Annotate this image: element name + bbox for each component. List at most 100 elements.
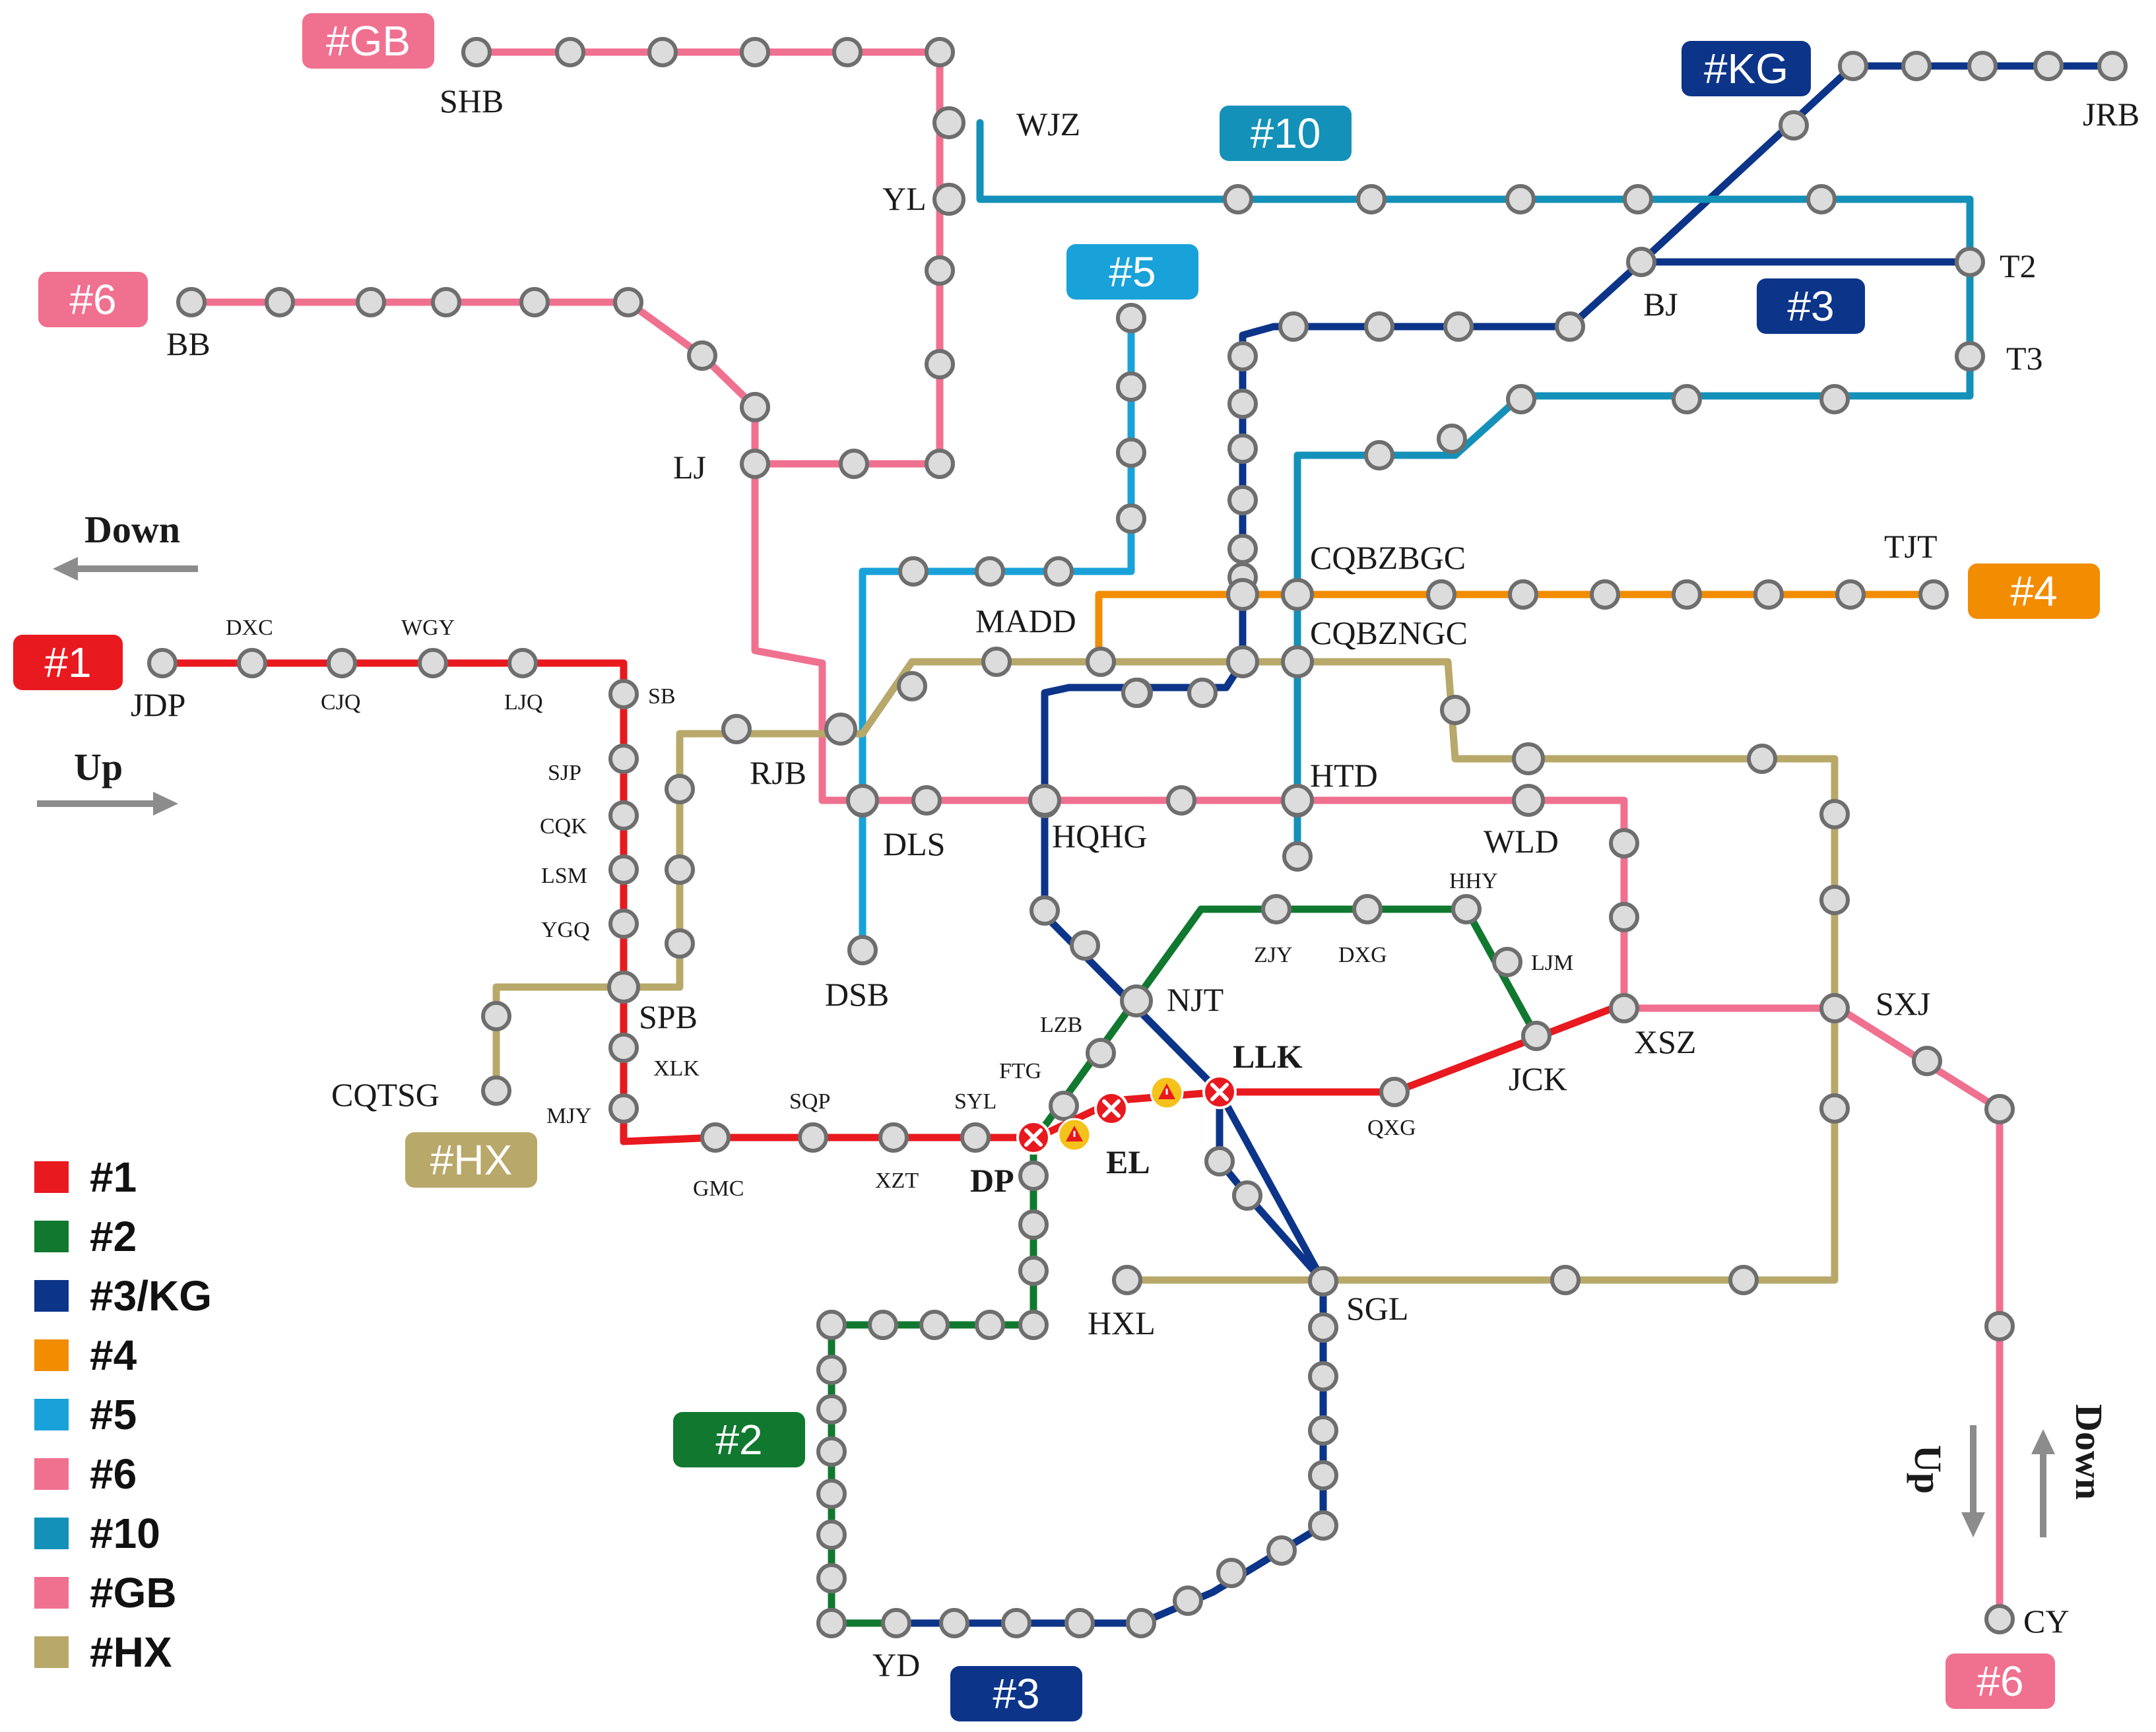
station-node[interactable] <box>1018 1310 1049 1340</box>
station-node[interactable] <box>1282 841 1313 872</box>
station-node[interactable] <box>1064 1608 1095 1638</box>
station-node[interactable] <box>1955 341 1985 371</box>
transfer-station-node[interactable] <box>824 713 857 746</box>
station-node[interactable] <box>1609 828 1639 858</box>
transfer-station-node[interactable] <box>607 971 640 1004</box>
station-node[interactable] <box>975 556 1005 587</box>
station-node[interactable] <box>1029 895 1060 926</box>
station-node[interactable] <box>1506 384 1536 414</box>
station-label-sxj[interactable]: SXJ <box>1876 985 1930 1022</box>
station-label-jrb[interactable]: JRB <box>2083 96 2140 133</box>
station-node[interactable] <box>1505 184 1536 214</box>
station-node[interactable] <box>1984 1094 2015 1124</box>
station-node[interactable] <box>1426 579 1456 610</box>
station-node[interactable] <box>1049 1091 1079 1121</box>
station-node[interactable] <box>816 1394 847 1425</box>
badge-5[interactable]: #5 <box>1066 244 1198 300</box>
station-node[interactable] <box>1352 894 1383 924</box>
station-node[interactable] <box>1116 371 1146 402</box>
station-label-madd[interactable]: MADD <box>975 602 1076 639</box>
station-label-lsm[interactable]: LSM <box>541 864 587 888</box>
station-node[interactable] <box>816 1310 847 1340</box>
closed-station-icon[interactable] <box>1094 1091 1128 1126</box>
station-node[interactable] <box>1223 184 1253 214</box>
station-node[interactable] <box>1216 1558 1247 1588</box>
station-node[interactable] <box>519 287 550 317</box>
station-label-llk[interactable]: LLK <box>1233 1038 1303 1075</box>
station-label-lj[interactable]: LJ <box>673 449 706 486</box>
badge-3-top[interactable]: #3 <box>1757 278 1865 334</box>
station-label-mjy[interactable]: MJY <box>546 1104 591 1128</box>
station-node[interactable] <box>1227 341 1258 371</box>
station-label-ljm[interactable]: LJM <box>1531 951 1573 975</box>
station-node[interactable] <box>740 449 770 479</box>
station-label-ftg[interactable]: FTG <box>999 1059 1041 1083</box>
station-node[interactable] <box>816 1355 847 1385</box>
station-label-njt[interactable]: NJT <box>1167 981 1224 1018</box>
station-node[interactable] <box>1308 1361 1338 1392</box>
station-label-wgy[interactable]: WGY <box>401 616 455 640</box>
station-label-xzt[interactable]: XZT <box>875 1169 919 1193</box>
station-node[interactable] <box>721 714 752 744</box>
station-node[interactable] <box>740 37 770 67</box>
station-node[interactable] <box>925 255 955 286</box>
station-label-lzb[interactable]: LZB <box>1040 1013 1082 1037</box>
station-node[interactable] <box>1521 1021 1552 1051</box>
station-node[interactable] <box>1266 1535 1297 1566</box>
station-node[interactable] <box>1672 579 1702 610</box>
station-node[interactable] <box>847 935 878 965</box>
station-label-sqp[interactable]: SQP <box>789 1089 830 1114</box>
transfer-station-node[interactable] <box>932 183 965 216</box>
station-label-dp[interactable]: DP <box>970 1162 1014 1199</box>
station-node[interactable] <box>1626 247 1656 277</box>
station-label-bb[interactable]: BB <box>166 325 211 362</box>
transfer-station-node[interactable] <box>1281 578 1314 611</box>
station-node[interactable] <box>1912 1046 1942 1076</box>
station-node[interactable] <box>1901 51 1932 81</box>
station-node[interactable] <box>878 1122 909 1153</box>
station-label-rjb[interactable]: RJB <box>750 754 806 791</box>
station-label-dxc[interactable]: DXC <box>226 616 273 640</box>
station-label-htd[interactable]: HTD <box>1310 757 1378 794</box>
station-node[interactable] <box>1227 389 1258 419</box>
station-node[interactable] <box>481 1001 511 1031</box>
station-node[interactable] <box>1278 311 1309 342</box>
station-node[interactable] <box>1590 579 1620 610</box>
station-node[interactable] <box>1001 1608 1031 1638</box>
station-node[interactable] <box>1967 51 1998 81</box>
station-node[interactable] <box>1623 184 1653 214</box>
station-label-qxg[interactable]: QXG <box>1367 1116 1416 1140</box>
station-node[interactable] <box>237 648 267 678</box>
station-node[interactable] <box>418 648 448 678</box>
station-label-t3[interactable]: T3 <box>2006 340 2043 377</box>
station-node[interactable] <box>1070 930 1100 961</box>
station-node[interactable] <box>881 1608 911 1638</box>
station-node[interactable] <box>1806 184 1837 214</box>
station-node[interactable] <box>608 744 639 774</box>
station-node[interactable] <box>608 800 639 831</box>
station-node[interactable] <box>1508 579 1538 610</box>
station-label-sjp[interactable]: SJP <box>548 761 581 785</box>
station-node[interactable] <box>356 287 386 317</box>
station-node[interactable] <box>925 37 955 67</box>
station-label-spb[interactable]: SPB <box>639 998 698 1035</box>
station-node[interactable] <box>1187 678 1218 708</box>
station-node[interactable] <box>1955 247 1985 277</box>
station-node[interactable] <box>1308 1510 1338 1541</box>
station-node[interactable] <box>608 854 639 885</box>
station-node[interactable] <box>1728 1265 1759 1295</box>
transfer-station-node[interactable] <box>846 784 879 817</box>
station-node[interactable] <box>1308 1415 1338 1446</box>
station-node[interactable] <box>798 1122 828 1153</box>
badge-3-bottom[interactable]: #3 <box>950 1666 1082 1721</box>
station-label-wjz[interactable]: WJZ <box>1016 106 1080 143</box>
station-node[interactable] <box>608 679 639 709</box>
station-label-ygq[interactable]: YGQ <box>541 918 590 942</box>
badge-4[interactable]: #4 <box>1968 563 2100 619</box>
station-node[interactable] <box>1308 1266 1338 1297</box>
transfer-station-node[interactable] <box>1281 645 1314 678</box>
station-node[interactable] <box>816 1563 847 1593</box>
transfer-station-node[interactable] <box>1512 784 1545 817</box>
station-node[interactable] <box>1672 384 1702 414</box>
station-label-sb[interactable]: SB <box>648 684 676 709</box>
